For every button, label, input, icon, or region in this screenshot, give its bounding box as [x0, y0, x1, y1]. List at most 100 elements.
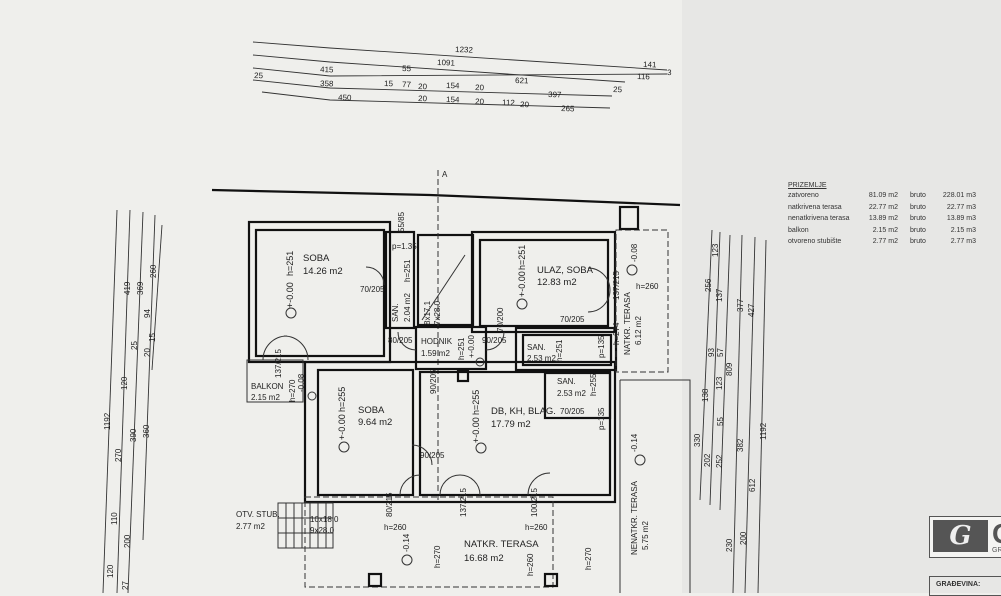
dimension-label: 1192: [103, 412, 112, 430]
dimension-label: 120: [106, 564, 115, 578]
dimension-label: 112: [502, 98, 516, 107]
dimension-label: 265: [561, 104, 575, 113]
room-area: 17.79 m2: [491, 419, 531, 430]
dimension-label: 123: [715, 376, 724, 390]
room-name: BALKON: [251, 382, 284, 391]
opening-size-label: 90/205: [429, 369, 438, 394]
dimension-label: 260: [149, 264, 158, 278]
room-san-2-53-upper: SAN. 2.53 m2 h=251 p=135: [527, 335, 606, 363]
dimension-label: 202: [703, 453, 712, 467]
dimension-label: 382: [736, 438, 745, 452]
dimension-label: 137: [715, 288, 724, 302]
cell-type: bruto: [910, 203, 926, 211]
room-level: -0.08: [297, 373, 306, 392]
room-name: ULAZ, SOBA: [537, 265, 594, 276]
dimension-label: 20: [418, 94, 428, 103]
dimension-label: 200: [123, 534, 132, 548]
room-name: OTV. STUB.: [236, 510, 280, 519]
title-block-gradevina: GRAĐEVINA:: [929, 576, 1001, 596]
dimension-label: 116: [637, 72, 651, 81]
opening-size-label: 100/215: [530, 488, 539, 517]
cell-type: bruto: [910, 215, 926, 222]
opening-size-label: 70/205: [360, 285, 385, 294]
opening-size-label: 8x17.1: [423, 300, 432, 325]
room-height: h=251: [555, 339, 564, 362]
room-name: HODNIK: [421, 337, 453, 346]
cell-area: 22.77 m2: [868, 203, 898, 211]
dimension-label: 1091: [437, 58, 456, 68]
level-markers: [285, 264, 646, 566]
room-area: 2.15 m2: [251, 393, 280, 402]
room-area: 2.04 m2: [403, 293, 412, 322]
dimension-label: 20: [143, 348, 152, 357]
room-height: h=270: [584, 547, 593, 570]
room-height: h=255: [589, 373, 598, 396]
room-height: h=260: [526, 553, 535, 576]
dimension-label: 415: [320, 65, 334, 74]
dimension-label: 15: [148, 333, 157, 342]
dimension-label: 55: [402, 64, 412, 73]
room-otv-stub: OTV. STUB. 2.77 m2 10x18.0 9x28.0: [236, 510, 339, 535]
opening-size-label: 137/215: [459, 488, 468, 517]
cell-type: bruto: [910, 226, 926, 234]
room-area: 16.68 m2: [464, 553, 504, 564]
room-ulaz-soba: ULAZ, SOBA 12.83 m2 +-0.00 h=251: [517, 245, 594, 297]
dimension-label: 3: [667, 68, 672, 77]
opening-size-label: 137/215: [274, 349, 283, 378]
room-area: 2.53 m2: [527, 354, 556, 363]
dimension-label: 360: [142, 424, 151, 438]
dimension-label: 154: [446, 95, 460, 104]
dimension-label: 94: [143, 309, 152, 318]
room-name: SOBA: [358, 405, 385, 416]
room-san-2-53-lower: SAN. 2.53 m2 h=255 p=135: [557, 373, 606, 430]
room-db-kh-blag: DB, KH, BLAG. 17.79 m2 h=255 +-0.00: [471, 390, 556, 443]
room-name: SAN.: [391, 303, 400, 322]
opening-size-label: 70/200: [496, 307, 505, 332]
dimension-label: 369: [136, 281, 145, 295]
room-area: 5.75 m2: [641, 521, 650, 550]
cell-name: nenatkrivena terasa: [788, 215, 850, 222]
room-area: 2.53 m2: [557, 389, 586, 398]
cell-volume: 13.89 m3: [946, 215, 976, 222]
room-height: h=260: [525, 523, 548, 532]
dimension-label: 123: [711, 243, 720, 257]
room-level: +-0.00: [517, 271, 527, 297]
dimension-label: 390: [129, 428, 138, 442]
room-area: 12.83 m2: [537, 277, 577, 288]
dimension-label: 200: [739, 531, 748, 545]
room-area: 9.64 m2: [358, 417, 392, 428]
dimension-label: 397: [548, 90, 562, 99]
dimension-label: 20: [418, 82, 428, 91]
room-level: +-0.00: [285, 282, 295, 308]
dimension-label: 427: [747, 303, 756, 317]
room-name: NATKR. TERASA: [623, 292, 632, 355]
room-level: +-0.00: [467, 335, 476, 358]
dimension-label: 1192: [759, 422, 768, 440]
room-height: h=270: [288, 379, 297, 402]
room-p: p=135: [597, 335, 606, 358]
room-height: h=260: [384, 523, 407, 532]
room-height: h=274: [612, 322, 621, 345]
cell-volume: 2.15 m3: [950, 226, 976, 234]
room-level: -0.08: [630, 243, 639, 262]
dimension-label: 612: [748, 478, 757, 492]
opening-size-label: 55/85: [397, 211, 406, 232]
dimension-label: 230: [725, 538, 734, 552]
dimension-label: 358: [320, 79, 334, 88]
dimension-label: 110: [110, 512, 119, 525]
cell-name: otvoreno stubište: [788, 238, 842, 245]
cell-volume: 2.77 m3: [950, 238, 976, 245]
walls: [211, 170, 691, 593]
opening-size-label: 80/205: [388, 336, 413, 345]
room-height: h=260: [636, 282, 659, 291]
dimension-label: 154: [446, 81, 460, 90]
dimension-label: 252: [715, 454, 724, 468]
dimension-label: 15: [384, 79, 394, 88]
top-dimension-lines: [252, 41, 668, 109]
